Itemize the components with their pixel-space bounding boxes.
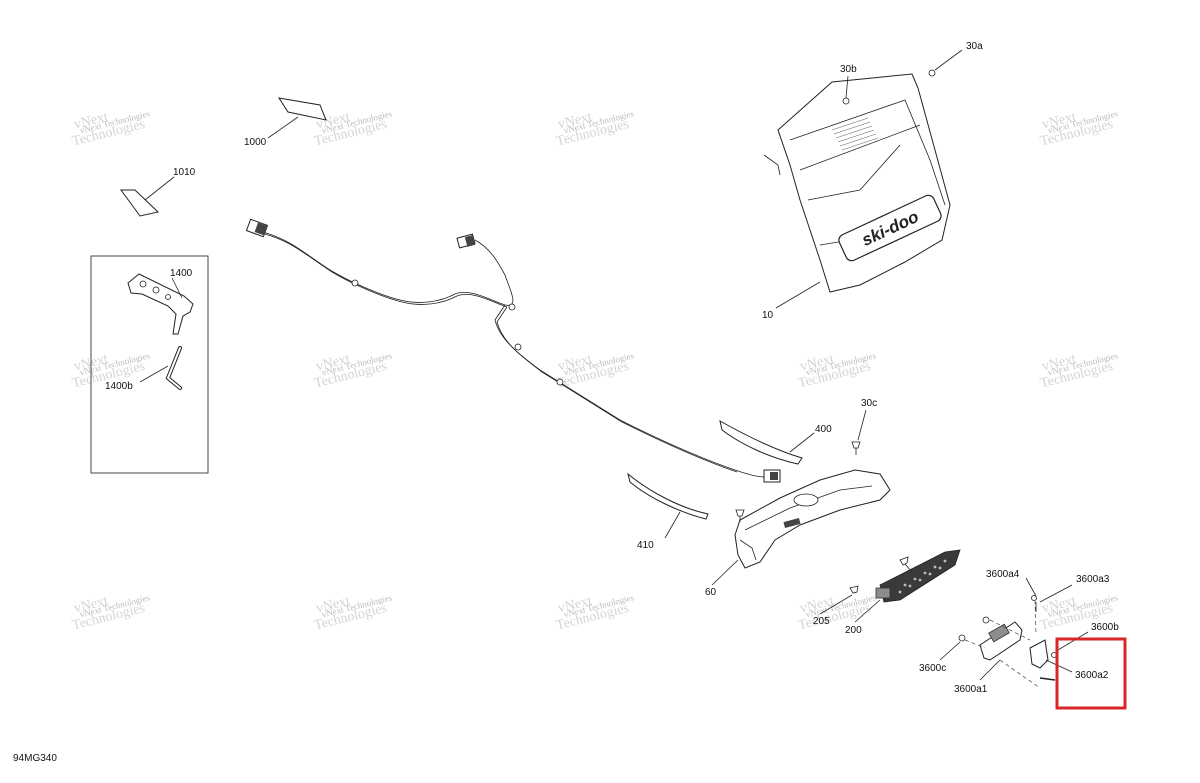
fastener-30a[interactable]: 30a [928,41,983,77]
part-60-light-housing[interactable]: 60 [705,469,891,598]
callout-group-3600: 3600a4 3600a3 3600b 3600c 3600a1 3600a2 [919,569,1119,695]
tool-kit-box: 1400 1400b [90,255,209,474]
hex-key-icon[interactable] [165,346,182,390]
callout-3600a4: 3600a4 [986,569,1020,580]
callout-1010: 1010 [173,167,196,178]
callout-3600a2: 3600a2 [1075,670,1109,681]
callout-1000: 1000 [244,137,267,148]
callout-1400b: 1400b [105,381,133,392]
watermark-grid: vNext vNext Technologies Technologies vN… [71,108,1120,633]
part-205-screws[interactable]: 205 [813,556,913,627]
selection-highlight-box [1055,637,1127,710]
callout-3600a3: 3600a3 [1076,574,1110,585]
callout-30a: 30a [966,41,983,52]
spanner-wrench-icon[interactable] [127,273,194,335]
callout-200: 200 [845,625,862,636]
callout-10: 10 [762,310,774,321]
callout-410: 410 [637,540,654,551]
callout-3600a1: 3600a1 [954,684,988,695]
callout-1400: 1400 [170,268,193,279]
part-10-front-panel[interactable]: ski-doo 10 [762,73,951,321]
fastener-30c[interactable]: 30c [851,398,877,455]
part-200-led-module[interactable]: 200 [845,549,961,636]
wire-harness[interactable] [245,218,781,483]
fastener-30b[interactable]: 30b [840,64,857,105]
diagram-id: 94MG340 [13,753,57,764]
callout-400: 400 [815,424,832,435]
part-1010-decal[interactable]: 1010 [120,167,196,217]
part-3600-bracket-assembly[interactable] [958,595,1057,689]
fastener-60-screw[interactable] [735,509,745,522]
part-400-lens[interactable]: 400 [719,420,832,465]
callout-60: 60 [705,587,717,598]
callout-30b: 30b [840,64,857,75]
callout-205: 205 [813,616,830,627]
callout-30c: 30c [861,398,877,409]
callout-3600b: 3600b [1091,622,1119,633]
part-410-lens[interactable]: 410 [627,472,709,551]
part-1000-decal[interactable]: 1000 [244,97,327,148]
callout-3600c: 3600c [919,663,946,674]
